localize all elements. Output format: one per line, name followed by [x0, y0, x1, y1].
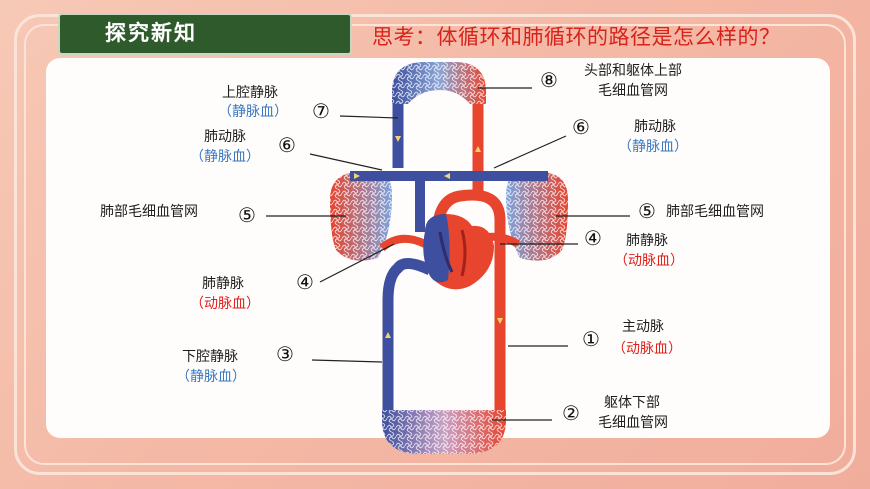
label-pulmonary-vein-left-type: （动脉血） [190, 296, 260, 312]
label-superior-vena-cava: 上腔静脉 [222, 85, 278, 101]
label-pulmonary-vein-left: 肺静脉 [202, 276, 244, 292]
label-pulmonary-artery-left-type: （静脉血） [190, 149, 260, 165]
number-2: ② [562, 401, 580, 425]
number-8: ⑧ [540, 68, 558, 92]
label-upper-capillary-line2: 毛细血管网 [598, 83, 668, 99]
number-6-left: ⑥ [278, 133, 296, 157]
label-lower-capillary-line1: 躯体下部 [604, 395, 660, 411]
number-4-left: ④ [296, 270, 314, 294]
number-5-right: ⑤ [638, 199, 656, 223]
upper-capillary-network [392, 62, 486, 104]
number-6-right: ⑥ [572, 115, 590, 139]
number-1: ① [582, 327, 600, 351]
right-lung-capillary [506, 172, 568, 261]
flow-arrows [354, 136, 503, 338]
number-3: ③ [276, 342, 294, 366]
number-4-right: ④ [584, 226, 602, 250]
label-lung-capillary-right: 肺部毛细血管网 [666, 204, 764, 220]
number-5-left: ⑤ [238, 203, 256, 227]
section-title: 探究新知 [105, 21, 197, 45]
lower-capillary-network [382, 410, 506, 454]
label-pulmonary-artery-right-type: （静脉血） [618, 139, 688, 155]
label-inferior-vena-cava: 下腔静脉 [182, 349, 238, 365]
outer-frame [14, 14, 856, 475]
label-pulmonary-artery-left: 肺动脉 [204, 129, 246, 145]
left-lung-capillary [330, 172, 392, 261]
label-upper-capillary-line1: 头部和躯体上部 [584, 63, 682, 79]
label-aorta: 主动脉 [622, 319, 664, 335]
question-text: 思考：体循环和肺循环的路径是怎么样的？ [372, 25, 781, 49]
label-aorta-type: （动脉血） [612, 341, 682, 357]
heart [423, 214, 494, 290]
inner-frame [24, 24, 846, 465]
label-lower-capillary-line2: 毛细血管网 [598, 415, 668, 431]
title-box [58, 13, 352, 55]
label-superior-vena-cava-type: （静脉血） [218, 104, 288, 120]
label-lung-capillary-left: 肺部毛细血管网 [100, 204, 198, 220]
number-7: ⑦ [312, 99, 330, 123]
inferior-vena-cava [382, 258, 433, 420]
label-pulmonary-vein-right: 肺静脉 [626, 233, 668, 249]
pulmonary-vein-left [379, 234, 427, 252]
label-inferior-vena-cava-type: （静脉血） [176, 369, 246, 385]
label-pulmonary-vein-right-type: （动脉血） [614, 253, 684, 269]
label-pulmonary-artery-right: 肺动脉 [634, 119, 676, 135]
leader-lines [266, 87, 630, 421]
